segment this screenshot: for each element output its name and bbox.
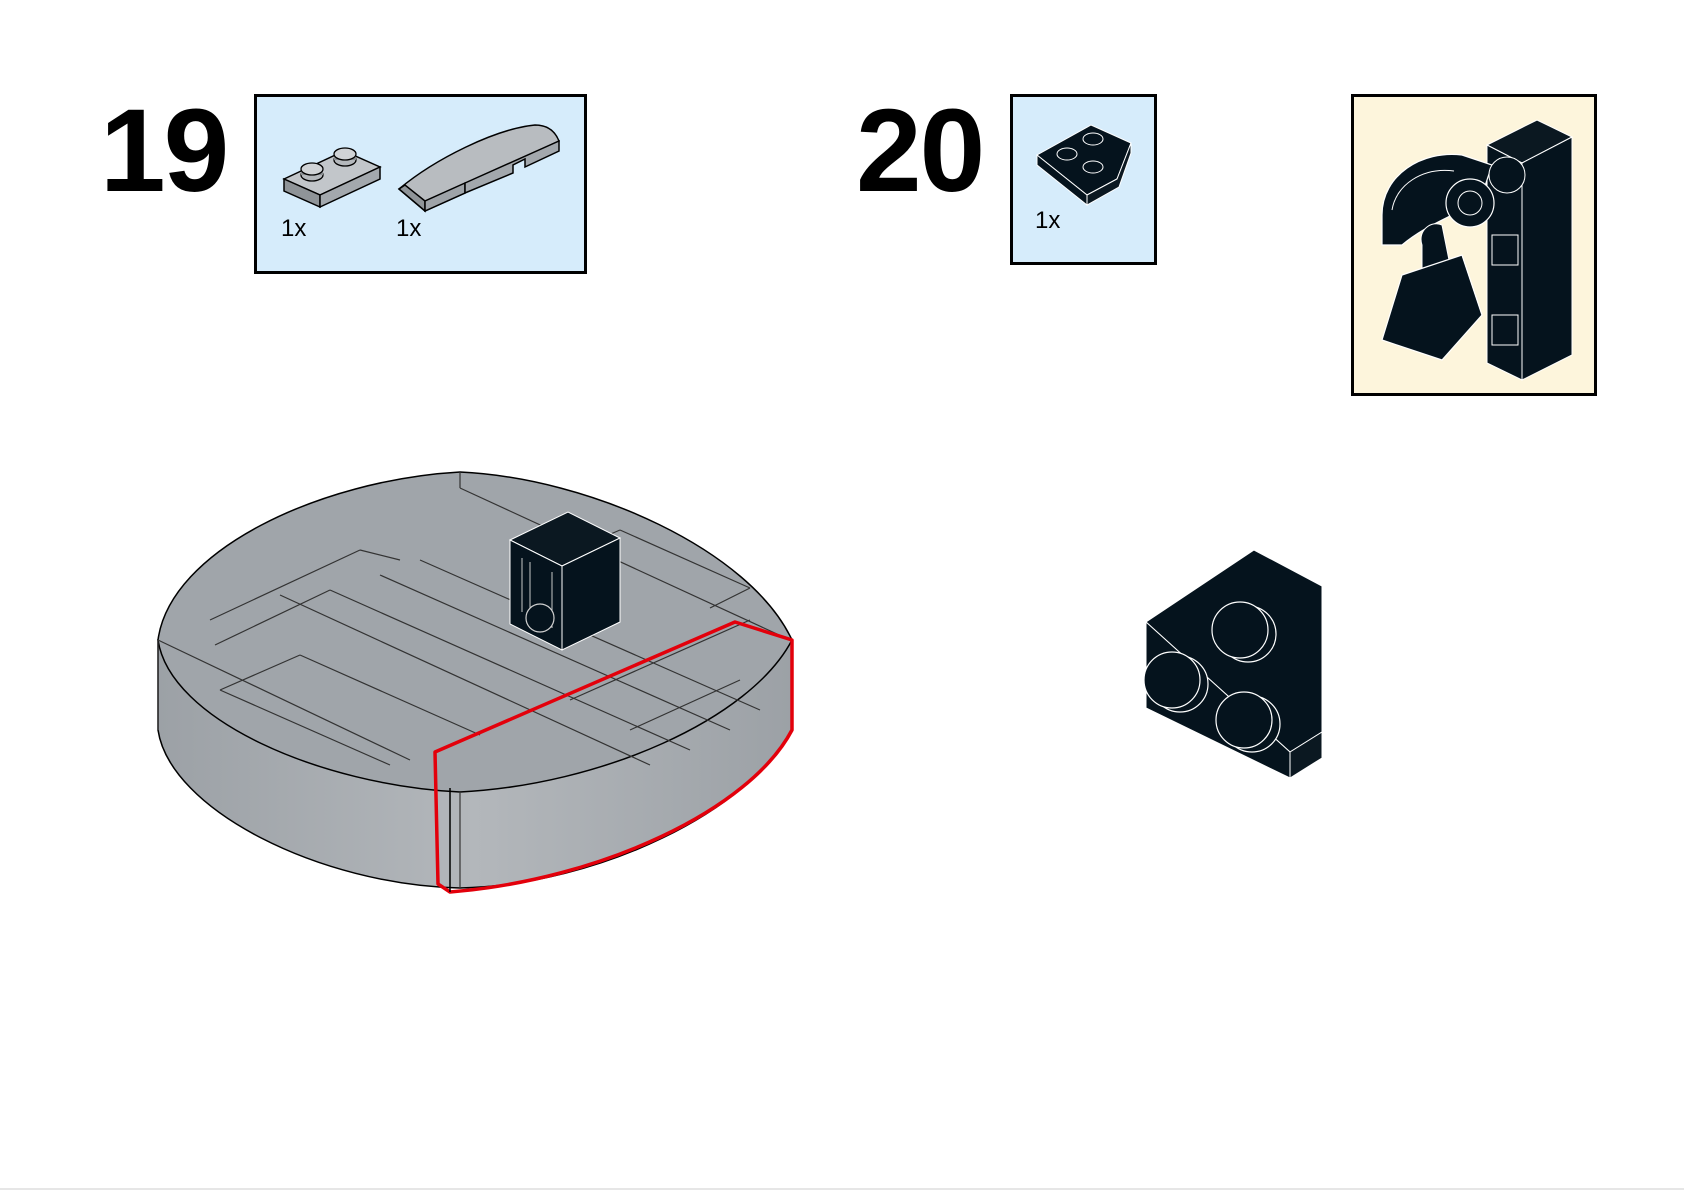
part-quantity: 1x — [396, 215, 422, 242]
step-20-parts-list: 1x — [1010, 94, 1157, 265]
plate-1x2-gray-icon — [282, 147, 382, 209]
step-19-parts-list: 1x 1x — [254, 94, 587, 274]
wedge-plate-black-icon — [1036, 124, 1132, 207]
part-quantity: 1x — [281, 215, 307, 242]
step-20-number: 20 — [856, 85, 985, 217]
step-20-callout — [1351, 94, 1597, 396]
part-quantity: 1x — [1035, 207, 1061, 234]
black-brick-with-clip — [508, 511, 622, 651]
stud — [1143, 601, 1281, 753]
curved-slope-gray-icon — [397, 124, 560, 213]
assembled-figure-icon — [1381, 119, 1574, 381]
round-base-assembly — [157, 471, 794, 894]
wedge-plate-assembly — [1143, 549, 1323, 779]
step-19-number: 19 — [100, 85, 229, 217]
page-bottom-rule — [0, 1188, 1684, 1190]
